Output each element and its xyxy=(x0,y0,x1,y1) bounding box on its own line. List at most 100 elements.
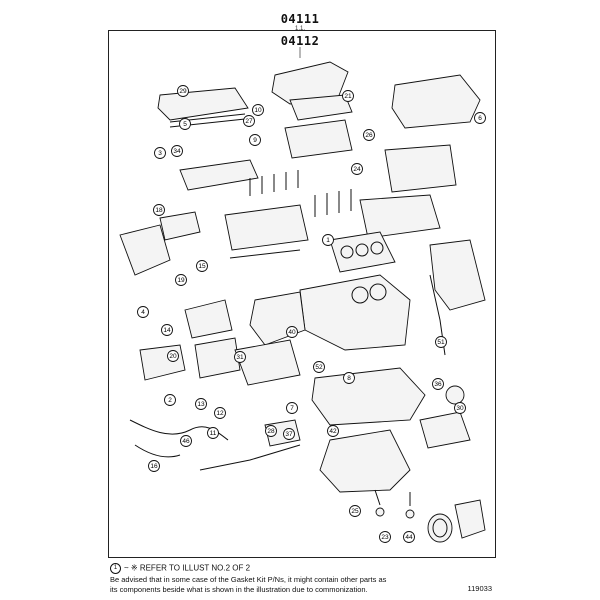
water-outlet-part xyxy=(119,224,171,276)
callout-42: 42 xyxy=(327,425,339,437)
callout-25: 25 xyxy=(349,505,361,517)
callout-label: 13 xyxy=(197,401,205,408)
callout-label: 37 xyxy=(285,431,293,438)
callout-label: 14 xyxy=(163,327,171,334)
callout-circle xyxy=(179,118,191,130)
callout-37: 37 xyxy=(283,428,295,440)
callout-18: 18 xyxy=(153,204,165,216)
part-number-bottom: 04112 xyxy=(280,34,320,48)
callout-circle xyxy=(349,505,361,517)
thermostat-housing-part xyxy=(159,211,201,241)
callout-circle xyxy=(265,425,277,437)
oil-filter-bracket-part xyxy=(419,411,471,449)
callout-circle xyxy=(435,336,447,348)
figure-code: 119033 xyxy=(467,584,492,593)
callout-circle xyxy=(432,378,444,390)
callout-circle xyxy=(234,351,246,363)
callout-circle xyxy=(177,85,189,97)
callout-13: 13 xyxy=(195,398,207,410)
callout-circle xyxy=(252,104,264,116)
callout-51: 51 xyxy=(435,336,447,348)
bypass-hose-part xyxy=(134,444,181,458)
callout-label: 10 xyxy=(254,107,262,114)
callout-label: 5 xyxy=(183,121,187,128)
callout-circle xyxy=(454,402,466,414)
callout-label: 18 xyxy=(155,207,163,214)
callout-circle xyxy=(343,372,355,384)
callout-label: 30 xyxy=(456,405,464,412)
callout-36: 36 xyxy=(432,378,444,390)
callout-label: 1 xyxy=(326,237,330,244)
callout-label: 8 xyxy=(347,375,351,382)
callout-27: 27 xyxy=(243,115,255,127)
tiny-mark: 1,1, xyxy=(294,26,305,32)
callout-circle xyxy=(195,398,207,410)
callout-layer: 2910213492753626241181519142043152405183… xyxy=(137,85,486,543)
diagram-frame xyxy=(108,30,496,558)
block-bore-1 xyxy=(351,286,369,304)
callout-label: 2 xyxy=(168,397,172,404)
head-cover-right-part xyxy=(391,74,481,129)
callout-circle xyxy=(167,350,179,362)
callout-circle xyxy=(363,129,375,141)
reference-symbol: 1 xyxy=(110,563,121,574)
rear-seal-retainer-part xyxy=(454,499,486,539)
callout-circle xyxy=(164,394,176,406)
callout-circle xyxy=(171,145,183,157)
exhaust-gasket-left-part xyxy=(179,159,259,191)
rear-oil-seal-inner xyxy=(432,518,448,538)
callout-label: 28 xyxy=(267,428,275,435)
callout-circle xyxy=(249,134,261,146)
drain-leader-lines xyxy=(374,489,411,506)
callout-label: 46 xyxy=(182,438,190,445)
callout-circle xyxy=(283,428,295,440)
bore-3 xyxy=(370,241,384,255)
callout-44: 44 xyxy=(403,531,415,543)
front-cover-part xyxy=(234,339,301,386)
callout-4: 4 xyxy=(137,306,149,318)
callout-9: 9 xyxy=(249,134,261,146)
callout-label: 7 xyxy=(290,405,294,412)
callout-circle xyxy=(137,306,149,318)
drain-plug-gasket-part xyxy=(405,509,415,519)
valve-springs-part xyxy=(314,189,352,217)
callout-29: 29 xyxy=(177,85,189,97)
callout-circle xyxy=(207,427,219,439)
callout-label: 11 xyxy=(210,430,217,437)
callout-circle xyxy=(286,326,298,338)
callout-circle xyxy=(196,260,208,272)
footer-reference: 1~ ※ REFER TO ILLUST NO.2 OF 2 xyxy=(110,563,250,574)
rear-oil-seal-part xyxy=(427,513,453,543)
callout-label: 31 xyxy=(236,354,244,361)
callout-label: 4 xyxy=(141,309,145,316)
water-pump-part xyxy=(184,299,233,339)
callout-1: 1 xyxy=(322,234,334,246)
front-seal-housing-part xyxy=(139,344,186,381)
callout-46: 46 xyxy=(180,435,192,447)
bore-2 xyxy=(355,243,369,257)
callout-23: 23 xyxy=(379,531,391,543)
cylinder-head-right-part xyxy=(359,194,441,239)
callout-circle xyxy=(148,460,160,472)
callout-circle xyxy=(351,163,363,175)
callout-label: 16 xyxy=(150,463,158,470)
callout-label: 36 xyxy=(434,381,442,388)
callout-24: 24 xyxy=(351,163,363,175)
callout-label: 19 xyxy=(177,277,185,284)
block-bore-2 xyxy=(369,283,387,301)
gasket-strip-part xyxy=(229,249,301,259)
oil-pump-part xyxy=(194,337,241,379)
drain-plug-part xyxy=(375,507,385,517)
callout-16: 16 xyxy=(148,460,160,472)
upper-oil-pan-part xyxy=(311,367,426,426)
callout-26: 26 xyxy=(363,129,375,141)
callout-label: 25 xyxy=(351,508,359,515)
callout-circle xyxy=(214,407,226,419)
cylinder-head-left-part xyxy=(224,204,309,251)
water-pipe-part xyxy=(199,444,301,471)
callout-circle xyxy=(379,531,391,543)
callout-label: 9 xyxy=(253,137,257,144)
callout-label: 34 xyxy=(173,148,181,155)
callout-2: 2 xyxy=(164,394,176,406)
callout-8: 8 xyxy=(343,372,355,384)
